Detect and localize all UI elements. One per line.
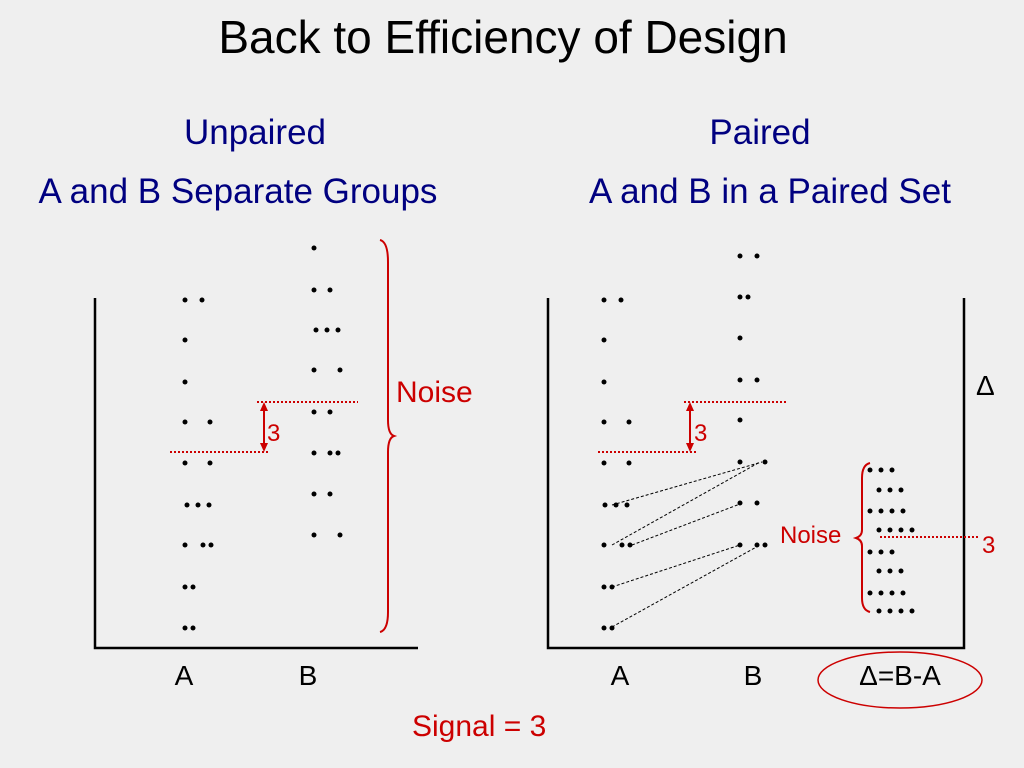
left-gap-arrowhead-down	[260, 443, 268, 452]
pairing-lines	[611, 461, 763, 628]
right-heading: Paired	[709, 113, 811, 152]
right-gap-arrowhead-up	[686, 402, 694, 411]
left-heading: Unpaired	[183, 113, 327, 152]
signal-label: Signal = 3	[412, 710, 547, 743]
delta-dots	[867, 467, 915, 614]
left-group-b-dots	[311, 245, 343, 538]
right-axes	[546, 298, 966, 650]
left-x-label-a: A	[174, 660, 194, 691]
left-noise-label: Noise	[396, 376, 473, 409]
right-gap-label: 3	[694, 420, 708, 447]
right-x-label-delta: Δ=B-A	[859, 660, 941, 691]
left-group-a-dots	[182, 297, 214, 631]
left-x-label-b: B	[298, 660, 318, 691]
left-noise-bracket	[379, 239, 398, 633]
right-noise-label: Noise	[780, 522, 842, 549]
right-group-b-dots	[737, 253, 768, 548]
delta-axis-label: Δ	[976, 370, 995, 401]
left-axes	[93, 298, 418, 650]
left-subheading: A and B Separate Groups	[38, 172, 438, 211]
right-group-a-dots	[601, 297, 633, 631]
left-gap-label: 3	[267, 420, 281, 447]
right-gap-arrowhead-down	[686, 443, 694, 452]
delta-label-ellipse	[817, 651, 983, 709]
right-subheading: A and B in a Paired Set	[589, 172, 951, 211]
left-gap-arrowhead-up	[260, 402, 268, 411]
delta-value-label: 3	[982, 532, 996, 559]
right-noise-brace	[852, 462, 871, 613]
right-x-label-b: B	[743, 660, 763, 691]
right-x-label-a: A	[610, 660, 630, 691]
slide-title: Back to Efficiency of Design	[218, 11, 788, 63]
